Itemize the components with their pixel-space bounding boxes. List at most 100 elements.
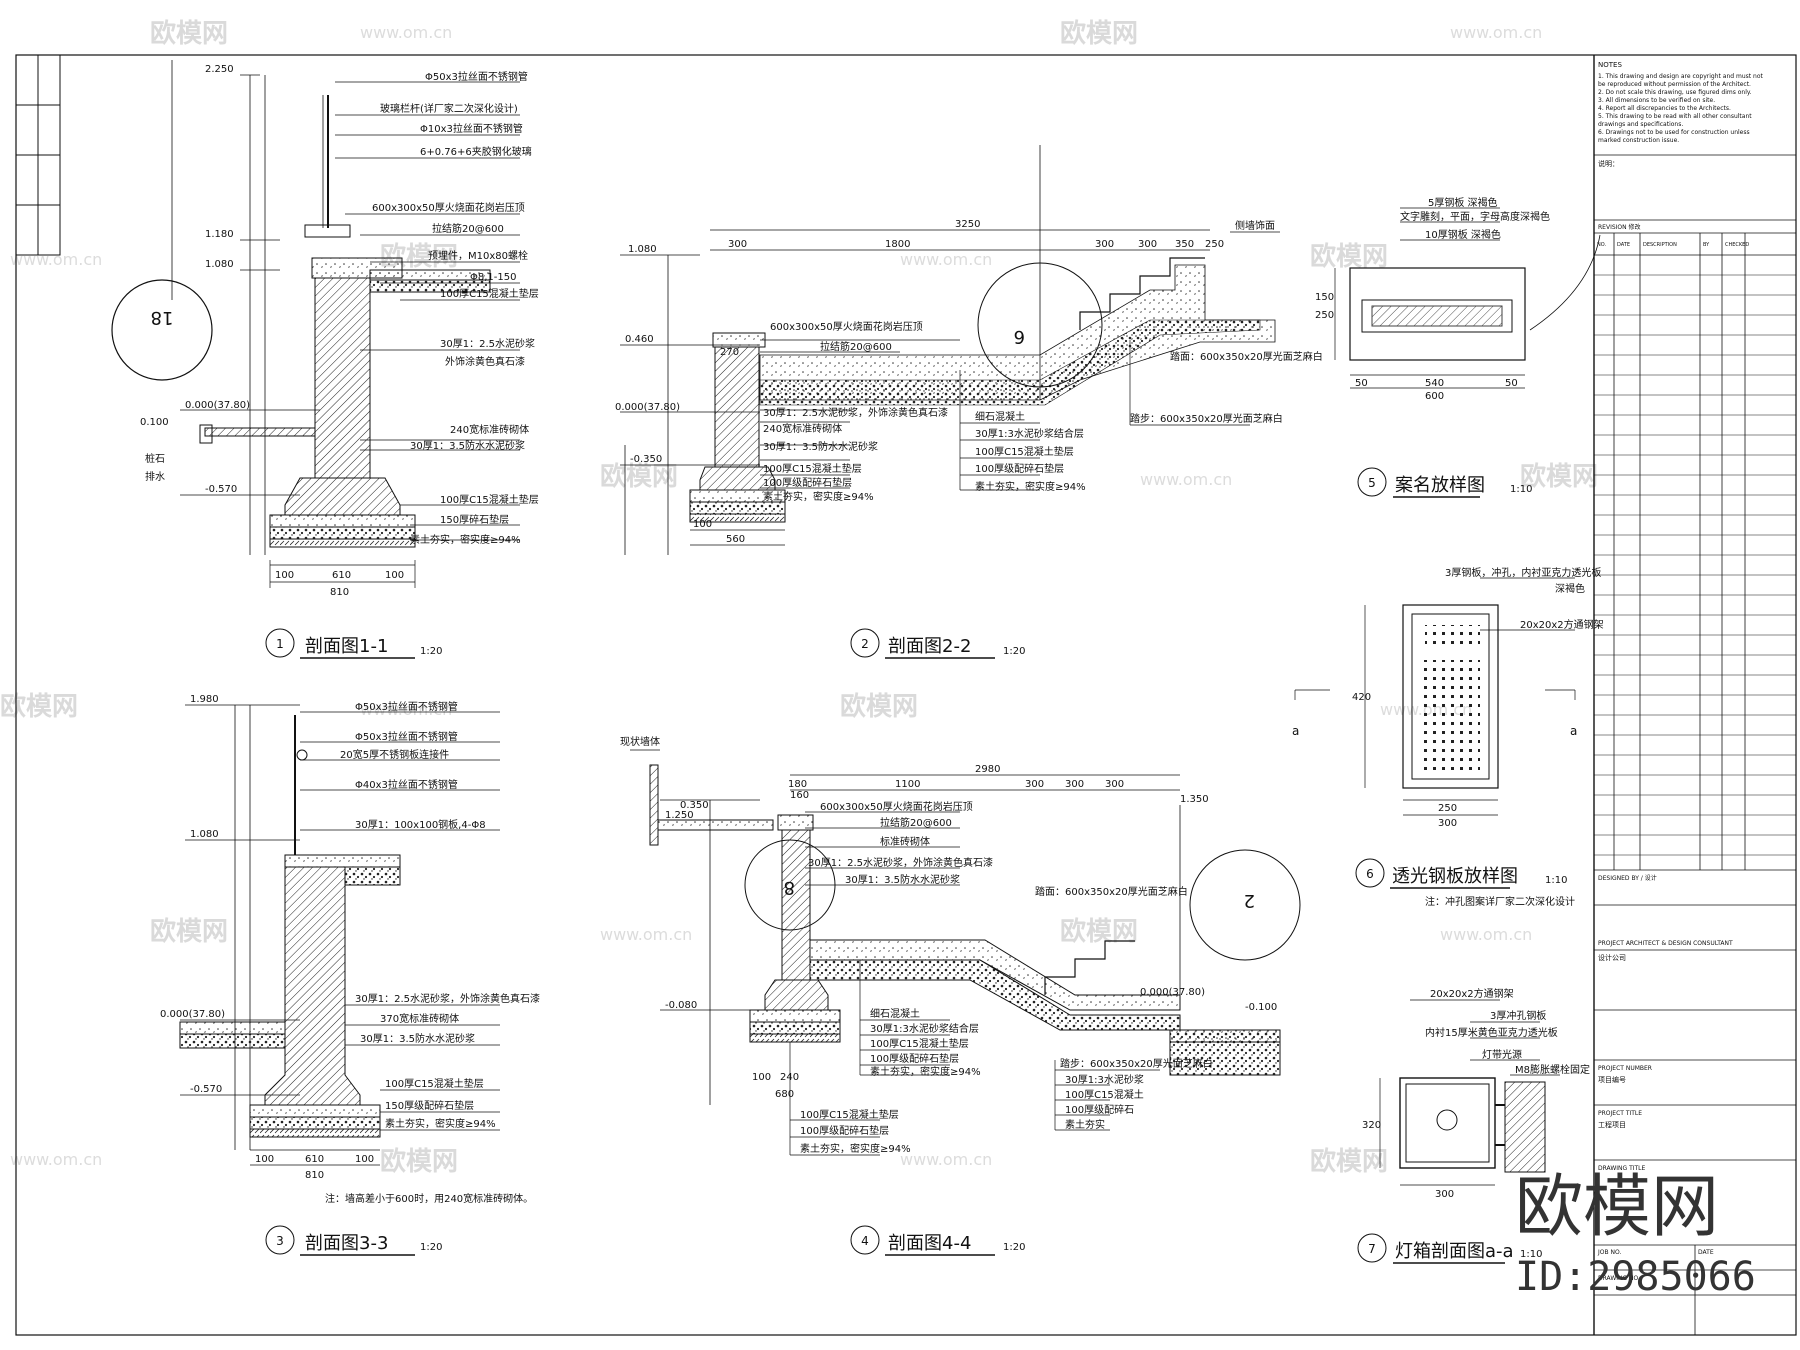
level-label: 1.180 [205, 229, 234, 240]
watermark-layer: 欧模网 www.om.cn 欧模网 www.om.cn 欧模网 www.om.c… [0, 18, 1598, 1177]
material-label: 现状墙体 [620, 735, 660, 748]
material-label: 3厚钢板，冲孔，内衬亚克力透光板 [1445, 566, 1601, 579]
material-label: 30厚1：100x100钢板,4-Φ8 [355, 818, 486, 831]
note-line: 2. Do not scale this drawing, use figure… [1598, 89, 1752, 96]
tb-label: PROJECT NUMBER [1598, 1065, 1652, 1072]
side-label: 桩石 [145, 452, 165, 465]
tb-label: DRAWING NO. [1598, 1275, 1640, 1282]
dim-label: 250 [1438, 803, 1457, 814]
dim-label: 300 [1065, 779, 1084, 790]
material-label: 600x300x50厚火烧面花岗岩压顶 [820, 800, 973, 813]
dim-label: 300 [1438, 818, 1457, 829]
dim-label: 270 [720, 347, 739, 358]
section-4-drawing [630, 749, 1301, 1156]
drawing-title: 灯箱剖面图a-a [1395, 1241, 1514, 1262]
watermark-site: www.om.cn [1450, 23, 1542, 42]
drawing-number: 7 [1368, 1242, 1376, 1256]
drawing-title: 剖面图1-1 [305, 636, 388, 657]
drawing-title-3: 3 剖面图3-3 1:20 [265, 1225, 442, 1256]
title-block [1594, 154, 1796, 1335]
watermark-text: 欧模网 [1060, 916, 1138, 947]
tb-value: 项目编号 [1598, 1075, 1626, 1084]
material-label: 30厚1：3.5防水水泥砂浆 [763, 440, 878, 453]
drawing-number: 1 [276, 637, 284, 651]
revision-heading: REVISION 修改 [1598, 223, 1641, 231]
note-line: 5. This drawing to be read with all othe… [1598, 113, 1752, 120]
material-label: 素土夯实，密实度≥94% [385, 1117, 496, 1130]
material-label: 20宽5厚不锈钢板连接件 [340, 748, 449, 761]
material-label: 拉结筋20@600 [880, 816, 952, 829]
material-label: 30厚1：3.5防水水泥砂浆 [360, 1032, 475, 1045]
note-line: 1. This drawing and design are copyright… [1598, 73, 1763, 80]
level-label: 0.460 [625, 334, 654, 345]
logo-id-text: ID:2985066 [1515, 1254, 1756, 1300]
material-label: 内衬15厚米黄色亚克力透光板 [1425, 1026, 1558, 1039]
material-label: 5厚钢板 深褐色 [1428, 196, 1498, 209]
material-label: 100厚级配碎石垫层 [763, 476, 852, 489]
material-label: 100厚级配碎石垫层 [870, 1052, 959, 1065]
drawing-number: 4 [861, 1234, 869, 1248]
side-label: 排水 [145, 470, 165, 483]
level-label: 0.000(37.80) [1140, 987, 1205, 998]
dim-label: 300 [1105, 779, 1124, 790]
drawing-title: 剖面图4-4 [888, 1233, 971, 1254]
material-label: 拉结筋20@600 [432, 222, 504, 235]
level-label: 0.000(37.80) [160, 1009, 225, 1020]
material-label: 100厚级配碎石 [1065, 1103, 1134, 1116]
section-3-labels: 1.980 1.080 0.000(37.80) -0.570 Φ50x3拉丝面… [160, 694, 540, 1205]
drawing-title-6: 6 透光钢板放样图 1:10 [1355, 858, 1567, 889]
watermark-text: 欧模网 [1310, 241, 1388, 272]
level-label: -0.570 [205, 484, 237, 495]
material-label: 素土夯实 [1065, 1118, 1105, 1131]
section-mark-8: 8 [784, 877, 795, 898]
drawing-scale: 1:20 [1003, 646, 1025, 657]
material-label: 30厚1：2.5水泥砂浆，外饰涂黄色真石漆 [808, 856, 993, 869]
material-label: 30厚1:3水泥砂浆结合层 [975, 427, 1084, 440]
watermark-text: 欧模网 [150, 18, 228, 49]
tb-label: JOB NO. [1597, 1249, 1621, 1256]
tb-value: 工程项目 [1598, 1120, 1626, 1129]
level-label: -0.080 [665, 1000, 697, 1011]
rev-col: DESCRIPTION [1643, 242, 1677, 248]
material-label: 30厚1：2.5水泥砂浆，外饰涂黄色真石漆 [763, 406, 948, 419]
drawing-scale: 1:10 [1510, 484, 1532, 495]
material-label: 标准砖砌体 [880, 835, 930, 848]
note-line: drawings and specifications. [1598, 121, 1683, 128]
material-label: 150厚碎石垫层 [440, 513, 509, 526]
section-mark-18: 18 [151, 307, 174, 328]
dim-label: 1800 [885, 239, 910, 250]
level-label: 0.000(37.80) [185, 400, 250, 411]
section-3-drawing [179, 704, 500, 1166]
perforated-panel-labels: 3厚钢板，冲孔，内衬亚克力透光板 深褐色 20x20x2方通钢架 420 250… [1292, 566, 1604, 908]
watermark-site: www.om.cn [360, 700, 452, 719]
dim-label: 810 [305, 1170, 324, 1181]
level-label: 2.250 [205, 64, 234, 75]
drawing-number: 5 [1368, 476, 1376, 490]
dim-label: 610 [332, 570, 351, 581]
dim-label: 160 [790, 790, 809, 801]
material-label: 素土夯实，密实度≥94% [800, 1142, 911, 1155]
level-label: 1.080 [205, 259, 234, 270]
note-line: 6. Drawings not to be used for construct… [1598, 129, 1750, 136]
dim-label: 100 [355, 1154, 374, 1165]
material-label: 100厚级配碎石垫层 [975, 462, 1064, 475]
material-label: 20x20x2方通钢架 [1430, 987, 1514, 1000]
material-label: 踏步：600x350x20厚光面芝麻白 [1130, 412, 1283, 425]
drawing-scale: 1:20 [420, 1242, 442, 1253]
dim-label: 240 [780, 1072, 799, 1083]
watermark-site: www.om.cn [10, 1150, 102, 1169]
dim-label: 610 [305, 1154, 324, 1165]
section-note: 注：墙高差小于600时，用240宽标准砖砌体。 [325, 1192, 533, 1205]
dim-label: 100 [255, 1154, 274, 1165]
material-label: 灯带光源 [1482, 1048, 1522, 1061]
watermark-text: 欧模网 [840, 691, 918, 722]
dim-label: 810 [330, 587, 349, 598]
rev-col: DATE [1617, 242, 1630, 248]
dim-label: 680 [775, 1089, 794, 1100]
material-label: M8膨胀螺栓固定 [1515, 1063, 1590, 1076]
material-label: 240宽标准砖砌体 [763, 422, 842, 435]
material-label: 100厚C15混凝土垫层 [440, 493, 539, 506]
level-label: 1.350 [1180, 794, 1209, 805]
tb-label: DRAWING TITLE [1598, 1165, 1646, 1172]
